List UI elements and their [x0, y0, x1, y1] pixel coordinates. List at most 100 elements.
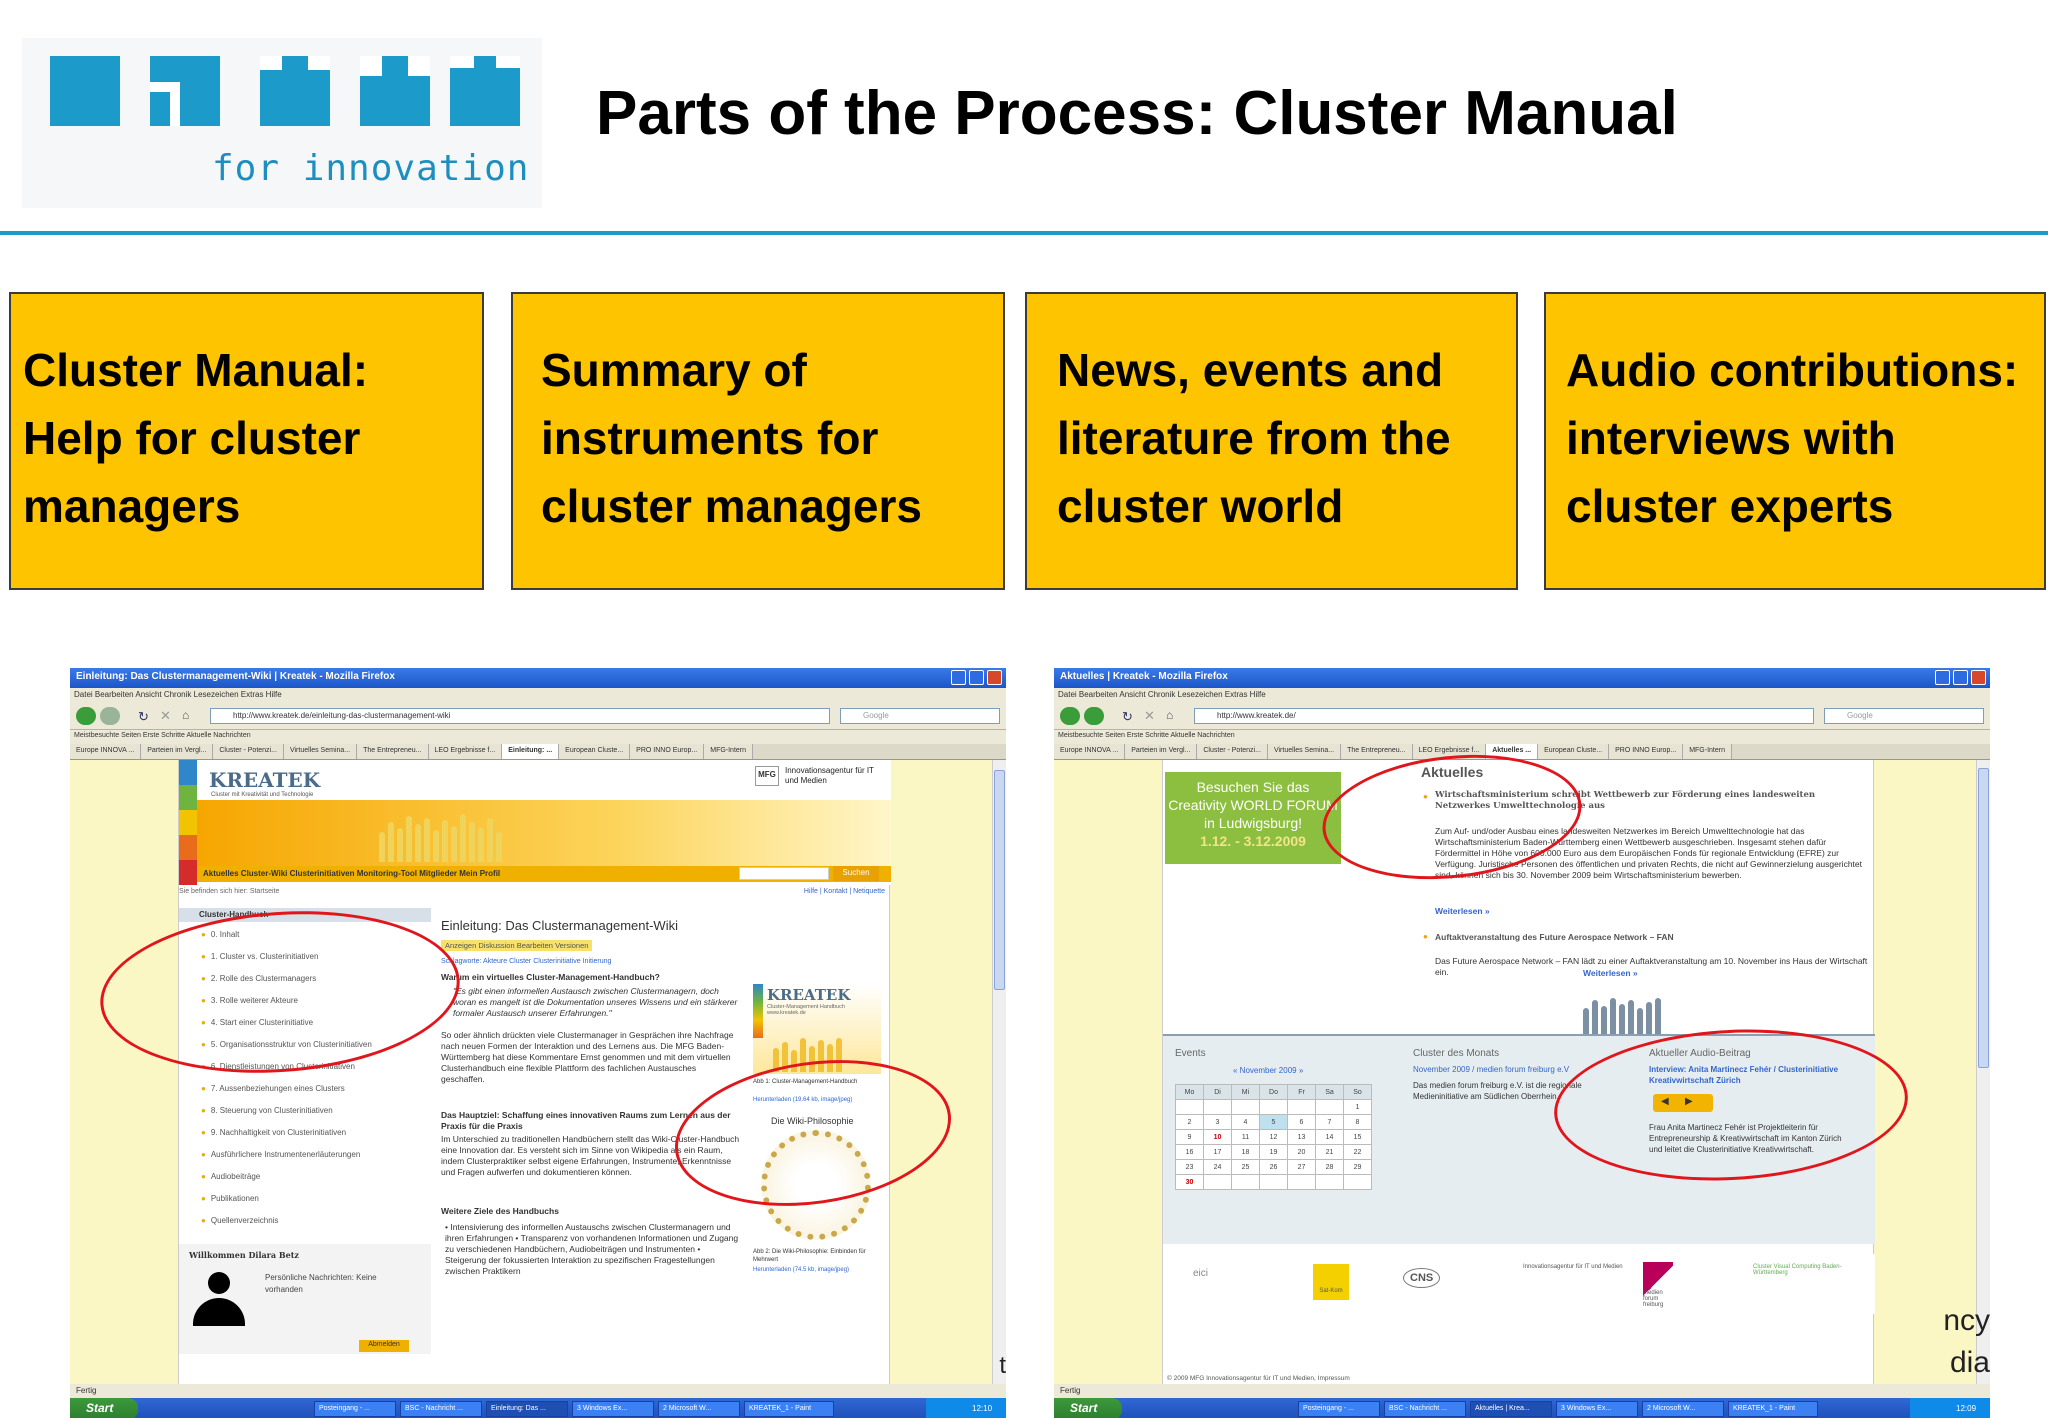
calendar-day[interactable]: 8 [1343, 1114, 1372, 1130]
calendar-day[interactable]: 28 [1315, 1159, 1344, 1175]
back-button[interactable] [1060, 707, 1080, 725]
calendar-day[interactable]: 3 [1203, 1114, 1232, 1130]
calendar-day[interactable]: 20 [1287, 1144, 1316, 1160]
system-tray-clock[interactable]: 12:09 [1910, 1398, 1990, 1418]
calendar-day[interactable]: 15 [1343, 1129, 1372, 1145]
left-menu-bar[interactable]: Datei Bearbeiten Ansicht Chronik Lesezei… [70, 688, 1006, 702]
start-button[interactable]: Start [70, 1398, 138, 1418]
sidebar-item[interactable]: 4. Start einer Clusterinitiative [201, 1018, 313, 1027]
tab[interactable]: Parteien im Vergl... [141, 744, 214, 759]
tab[interactable]: The Entrepreneu... [1341, 744, 1413, 759]
partner-logo[interactable]: Sat-Kom [1313, 1264, 1349, 1300]
taskbar-item[interactable]: Posteingang - ... [1298, 1401, 1380, 1417]
figure-download-2[interactable]: Herunterladen (74.5 kb, image/jpeg) [753, 1267, 850, 1273]
calendar-day[interactable]: 14 [1315, 1129, 1344, 1145]
tab[interactable]: Europe INNOVA ... [70, 744, 142, 759]
audio-link[interactable]: Interview: Anita Martinecz Fehér / Clust… [1649, 1065, 1839, 1085]
taskbar-item[interactable]: 2 Microsoft W... [1642, 1401, 1724, 1417]
tab[interactable]: European Cluste... [1538, 744, 1610, 759]
sidebar-item[interactable]: 5. Organisationsstruktur von Clusterinit… [201, 1040, 372, 1049]
calendar-day[interactable]: 23 [1175, 1159, 1204, 1175]
logout-button[interactable]: Abmelden [359, 1340, 409, 1352]
tab[interactable]: Virtuelles Semina... [283, 744, 358, 759]
forward-button[interactable] [1084, 707, 1104, 725]
sidebar-item[interactable]: 3. Rolle weiterer Akteure [201, 996, 298, 1005]
site-search-button[interactable]: Suchen [833, 866, 879, 881]
scroll-thumb[interactable] [994, 770, 1005, 990]
taskbar-item[interactable]: 2 Microsoft W... [658, 1401, 740, 1417]
calendar-day[interactable]: 10 [1203, 1129, 1232, 1145]
stop-icon[interactable]: ✕ [1144, 708, 1155, 723]
start-button[interactable]: Start [1054, 1398, 1122, 1418]
back-button[interactable] [76, 707, 96, 725]
calendar-day[interactable]: 30 [1175, 1174, 1204, 1190]
tab[interactable]: MFG-Intern [1683, 744, 1732, 759]
taskbar-item[interactable]: KREATEK_1 - Paint [1728, 1401, 1818, 1417]
close-button[interactable] [987, 670, 1002, 685]
partner-logo[interactable]: medien forum freiburg [1643, 1262, 1673, 1308]
sidebar-item[interactable]: Publikationen [201, 1194, 259, 1203]
taskbar-item[interactable]: KREATEK_1 - Paint [744, 1401, 834, 1417]
calendar-month[interactable]: « November 2009 » [1233, 1066, 1304, 1075]
sidebar-item[interactable]: Ausführlichere Instrumentenerläuterungen [201, 1150, 360, 1159]
site-search-input[interactable] [739, 867, 829, 880]
partner-logo[interactable]: eici [1193, 1268, 1209, 1279]
news-1-title[interactable]: Wirtschaftsministerium schreibt Wettbewe… [1435, 790, 1816, 811]
calendar-day[interactable]: 1 [1343, 1099, 1372, 1115]
partner-logo[interactable]: Innovationsagentur für IT und Medien [1523, 1264, 1623, 1270]
calendar-day[interactable]: 6 [1287, 1114, 1316, 1130]
partner-logo[interactable]: CNS [1403, 1268, 1441, 1288]
taskbar-item[interactable]: BSC - Nachricht ... [1384, 1401, 1466, 1417]
tab[interactable]: Cluster - Potenzi... [1197, 744, 1268, 759]
calendar-day[interactable]: 12 [1259, 1129, 1288, 1145]
left-scrollbar[interactable] [992, 760, 1006, 1384]
maximize-button[interactable] [1953, 670, 1968, 685]
calendar-day[interactable]: 22 [1343, 1144, 1372, 1160]
site-nav[interactable]: Aktuelles Cluster-Wiki Clusterinitiative… [197, 866, 891, 882]
calendar-day[interactable]: 16 [1175, 1144, 1204, 1160]
calendar-day[interactable]: 5 [1259, 1114, 1288, 1130]
partner-logo[interactable]: Cluster Visual Computing Baden-Württembe… [1753, 1264, 1842, 1276]
rewind-icon[interactable]: ◀ [1661, 1096, 1669, 1107]
news-2-readmore[interactable]: Weiterlesen » [1583, 968, 1638, 978]
tab[interactable]: LEO Ergebnisse f... [1412, 744, 1487, 759]
sidebar-item[interactable]: 8. Steuerung von Clusterinitiativen [201, 1106, 333, 1115]
maximize-button[interactable] [969, 670, 984, 685]
stop-icon[interactable]: ✕ [160, 708, 171, 723]
cluster-month-link[interactable]: November 2009 / medien forum freiburg e.… [1413, 1065, 1570, 1074]
reload-icon[interactable]: ↻ [138, 709, 149, 724]
world-forum-banner[interactable]: Besuchen Sie das Creativity WORLD FORUM … [1165, 772, 1341, 864]
home-icon[interactable]: ⌂ [1166, 708, 1174, 722]
right-menu-bar[interactable]: Datei Bearbeiten Ansicht Chronik Lesezei… [1054, 688, 1990, 702]
taskbar-item[interactable]: 3 Windows Ex... [1556, 1401, 1638, 1417]
taskbar-item-active[interactable]: Einleitung: Das ... [486, 1401, 568, 1417]
tab[interactable]: Virtuelles Semina... [1267, 744, 1342, 759]
tab[interactable]: The Entrepreneu... [357, 744, 429, 759]
sidebar-item[interactable]: Quellenverzeichnis [201, 1216, 279, 1225]
right-url-field[interactable]: http://www.kreatek.de/ [1194, 708, 1814, 724]
left-bookmarks-bar[interactable]: Meistbesuchte Seiten Erste Schritte Aktu… [70, 730, 1006, 744]
calendar-day[interactable]: 7 [1315, 1114, 1344, 1130]
forward-button[interactable] [100, 707, 120, 725]
taskbar-item[interactable]: BSC - Nachricht ... [400, 1401, 482, 1417]
tab-active[interactable]: Einleitung: ... [502, 744, 560, 759]
tab[interactable]: PRO INNO Europ... [1609, 744, 1684, 759]
calendar-day[interactable]: 21 [1315, 1144, 1344, 1160]
news-2-title[interactable]: Auftaktveranstaltung des Future Aerospac… [1435, 932, 1674, 942]
right-search-field[interactable]: Google [1824, 708, 1984, 724]
calendar-day[interactable]: 19 [1259, 1144, 1288, 1160]
tab[interactable]: PRO INNO Europ... [630, 744, 705, 759]
tab[interactable]: LEO Ergebnisse f... [428, 744, 503, 759]
left-url-field[interactable]: http://www.kreatek.de/einleitung-das-clu… [210, 708, 830, 724]
sidebar-item[interactable]: 1. Cluster vs. Clusterinitiativen [201, 952, 319, 961]
figure-download-1[interactable]: Herunterladen (19.64 kb, image/jpeg) [753, 1097, 853, 1103]
tab[interactable]: Europe INNOVA ... [1054, 744, 1126, 759]
reload-icon[interactable]: ↻ [1122, 709, 1133, 724]
article-tags[interactable]: Schlagworte: Akteure Cluster Clusterinit… [441, 958, 612, 965]
calendar-day[interactable]: 29 [1343, 1159, 1372, 1175]
scroll-thumb[interactable] [1978, 768, 1989, 1068]
sidebar-item[interactable]: 9. Nachhaltigkeit von Clusterinitiativen [201, 1128, 346, 1137]
home-icon[interactable]: ⌂ [182, 708, 190, 722]
sidebar-item[interactable]: 0. Inhalt [201, 930, 239, 939]
sidebar-item[interactable]: 6. Dienstleistungen von Clusterinitiativ… [201, 1062, 355, 1071]
